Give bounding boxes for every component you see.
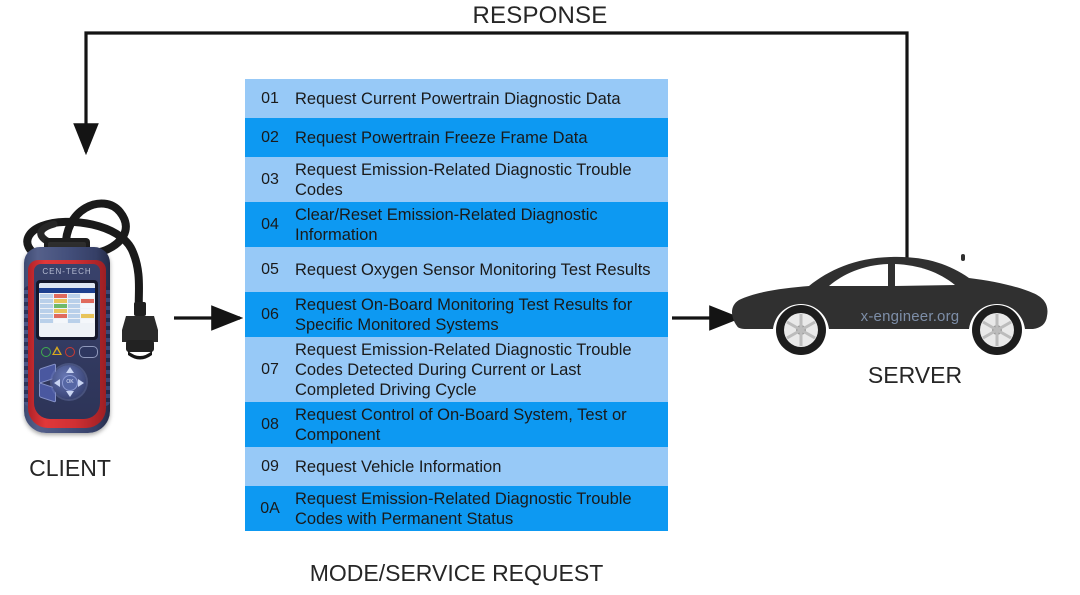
row-description: Request Vehicle Information bbox=[295, 457, 502, 476]
row-description: Request Emission-Related Diagnostic Trou… bbox=[295, 160, 632, 199]
dpad-up-icon[interactable] bbox=[66, 367, 74, 373]
row-code: 05 bbox=[261, 260, 279, 278]
scanner-power-button[interactable] bbox=[79, 346, 98, 358]
table-row: 06 Request On-Board Monitoring Test Resul… bbox=[245, 292, 668, 337]
table-row: 04 Clear/Reset Emission-Related Diagnosti… bbox=[245, 202, 668, 247]
car-silhouette-icon bbox=[732, 254, 1048, 355]
row-code: 06 bbox=[261, 305, 279, 323]
row-description: Clear/Reset Emission-Related Diagnostic … bbox=[295, 205, 598, 244]
table-row: 05 Request Oxygen Sensor Monitoring Test … bbox=[245, 247, 668, 292]
dpad-right-icon[interactable] bbox=[78, 379, 84, 387]
table-row: 09 Request Vehicle Information bbox=[245, 447, 668, 486]
server-label: SERVER bbox=[867, 362, 963, 388]
dpad-ok-button[interactable]: OK bbox=[62, 375, 78, 391]
obd2-connector bbox=[122, 302, 158, 360]
status-led-green-icon bbox=[41, 347, 51, 357]
car-wheel-rear bbox=[972, 305, 1022, 355]
table-row: 0A Request Emission-Related Diagnostic Tr… bbox=[245, 486, 668, 531]
row-description: Request Powertrain Freeze Frame Data bbox=[295, 128, 588, 147]
row-description: Request Oxygen Sensor Monitoring Test Re… bbox=[295, 260, 651, 279]
scanner-dpad[interactable]: OK bbox=[52, 365, 86, 399]
mode-service-table: 01 Request Current Powertrain Diagnostic … bbox=[245, 79, 668, 531]
client-device: CEN-TECH OK bbox=[8, 190, 178, 455]
row-code: 0A bbox=[260, 499, 280, 517]
row-description: Request Emission-Related Diagnostic Trou… bbox=[295, 489, 632, 528]
server-car: x-engineer.org bbox=[725, 248, 1055, 368]
mode-service-caption: MODE/SERVICE REQUEST bbox=[309, 560, 604, 586]
row-code: 09 bbox=[261, 457, 279, 475]
scanner-screen bbox=[39, 283, 95, 337]
status-led-warning-icon bbox=[52, 346, 62, 355]
row-description: Request Current Powertrain Diagnostic Da… bbox=[295, 89, 621, 108]
row-code: 01 bbox=[261, 89, 279, 107]
row-description: Request Control of On-Board System, Test… bbox=[295, 405, 627, 444]
client-label: CLIENT bbox=[29, 455, 111, 481]
row-code: 02 bbox=[261, 128, 279, 146]
row-description: Request Emission-Related Diagnostic Trou… bbox=[295, 340, 632, 399]
dpad-left-icon[interactable] bbox=[54, 379, 60, 387]
table-row: 03 Request Emission-Related Diagnostic Tr… bbox=[245, 157, 668, 202]
row-code: 04 bbox=[261, 215, 279, 233]
car-wheel-front bbox=[776, 305, 826, 355]
scanner-brand-label: CEN-TECH bbox=[42, 267, 92, 276]
table-row: 08 Request Control of On-Board System, Te… bbox=[245, 402, 668, 447]
row-code: 08 bbox=[261, 415, 279, 433]
dpad-down-icon[interactable] bbox=[66, 391, 74, 397]
watermark-label: x-engineer.org bbox=[860, 308, 960, 325]
row-description: Request On-Board Monitoring Test Results… bbox=[295, 295, 633, 334]
table-row: 01 Request Current Powertrain Diagnostic … bbox=[245, 79, 668, 118]
response-label: RESPONSE bbox=[472, 2, 608, 29]
row-code: 07 bbox=[261, 360, 279, 378]
row-code: 03 bbox=[261, 170, 279, 188]
table-row: 02 Request Powertrain Freeze Frame Data bbox=[245, 118, 668, 157]
table-row: 07 Request Emission-Related Diagnostic Tr… bbox=[245, 337, 668, 402]
status-led-red-icon bbox=[65, 347, 75, 357]
